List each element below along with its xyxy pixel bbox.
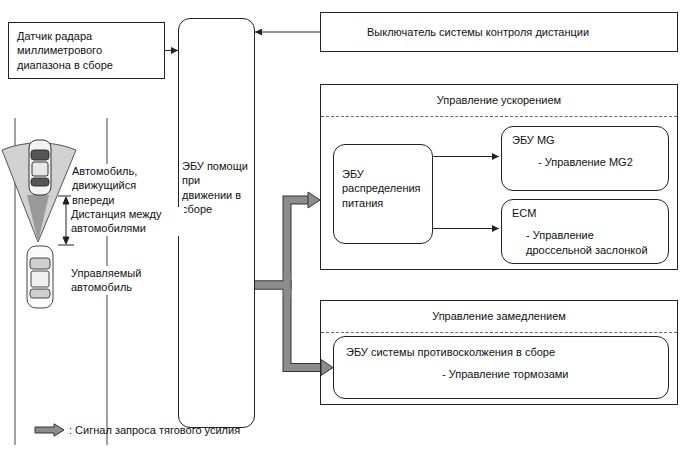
connector-outline [255,200,309,285]
traction-request-arrow [255,285,333,376]
sensor-box: Датчик радара миллиметрового диапазона в… [8,22,165,79]
group-heading: Управление ускорением [321,85,677,117]
connector-line [165,50,178,51]
node-text: ЭБУ распределения питания [342,167,426,210]
node-text: ECM [512,206,662,220]
ecu-box: ЭБУ системы противосколжения в сборе - Уп… [333,336,669,399]
node-text: ЭБУ помощи при движении в сборе [182,159,251,216]
switch-box: Выключатель системы контроля дистанции [320,12,678,52]
connector-line [433,156,499,157]
signal-arrow [255,32,320,33]
node-text: - Управление дроссельной заслонкой [526,228,662,257]
illustration-label: Управляемый автомобиль [70,266,164,295]
signal-arrow [433,156,499,157]
trunk-fill [255,282,287,289]
node-text: - Управление MG2 [538,155,662,169]
trunk-fill [284,273,291,297]
connector-line [255,32,320,33]
front-car [29,140,51,195]
ecu-box: ЭБУ помощи при движении в сборе [178,18,255,428]
signal-arrow [433,228,499,229]
connector-fill [255,285,322,368]
legend: : Сигнал запроса тягового усилия [34,423,240,437]
illustration-label: Дистанция между автомобилями [70,207,184,236]
radar-beam [27,195,49,242]
legend-arrow-sample [34,423,66,437]
node-text: ЭБУ системы противосколжения в сборе [346,345,660,359]
ecu-box: ECM - Управление дроссельной заслонкой [501,199,669,264]
connector-line [433,228,499,229]
arrow-head [321,360,333,376]
connector-outline [255,285,322,368]
signal-arrow [165,50,178,51]
control-group: Управление замедлениемЭБУ системы против… [320,300,678,405]
ecu-box: ЭБУ распределения питания [333,144,433,244]
control-group: Управление ускорениемЭБУ распределения п… [320,84,678,270]
node-text: - Управление тормозами [442,367,660,381]
legend-text: : Сигнал запроса тягового усилия [69,423,240,437]
node-text: ЭБУ MG [512,133,662,147]
group-heading: Управление замедлением [321,301,677,333]
traction-request-arrow [255,192,320,285]
node-text: Выключатель системы контроля дистанции [367,25,669,39]
node-text: Датчик радара миллиметрового диапазона в… [17,29,156,72]
connector-fill [255,200,309,285]
own-car [27,246,53,308]
arrow-head [308,192,320,208]
ecu-box: ЭБУ MG - Управление MG2 [501,126,669,191]
illustration-label: Автомобиль, движущийся впереди [71,164,169,207]
